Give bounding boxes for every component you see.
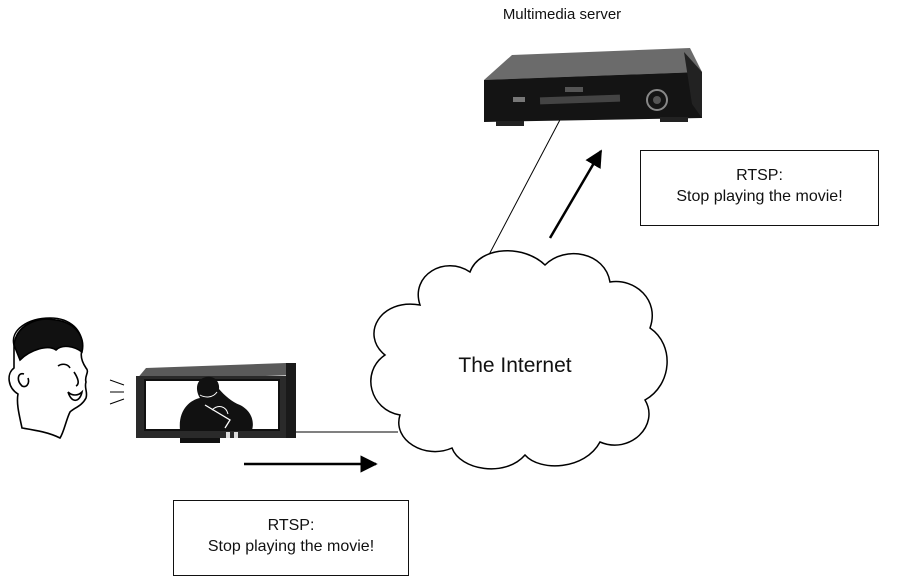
client-message-command: Stop playing the movie! (207, 538, 375, 555)
server-message-command: Stop playing the movie! (676, 188, 843, 205)
cloud-icon (370, 250, 668, 470)
internet-label: The Internet (458, 354, 572, 377)
server-message-protocol: RTSP: (736, 167, 783, 184)
client-message-box: RTSP: Stop playing the movie! (173, 500, 409, 576)
television-icon (136, 363, 296, 443)
person-face-icon (8, 317, 89, 440)
server-label: Multimedia server (502, 6, 622, 23)
cloud-to-server-line (481, 115, 563, 269)
multimedia-server-icon (484, 48, 702, 126)
server-message-box: RTSP: Stop playing the movie! (640, 150, 879, 226)
server-arrow (548, 149, 603, 239)
client-message-protocol: RTSP: (267, 517, 315, 534)
sound-wave-icon (109, 379, 125, 405)
